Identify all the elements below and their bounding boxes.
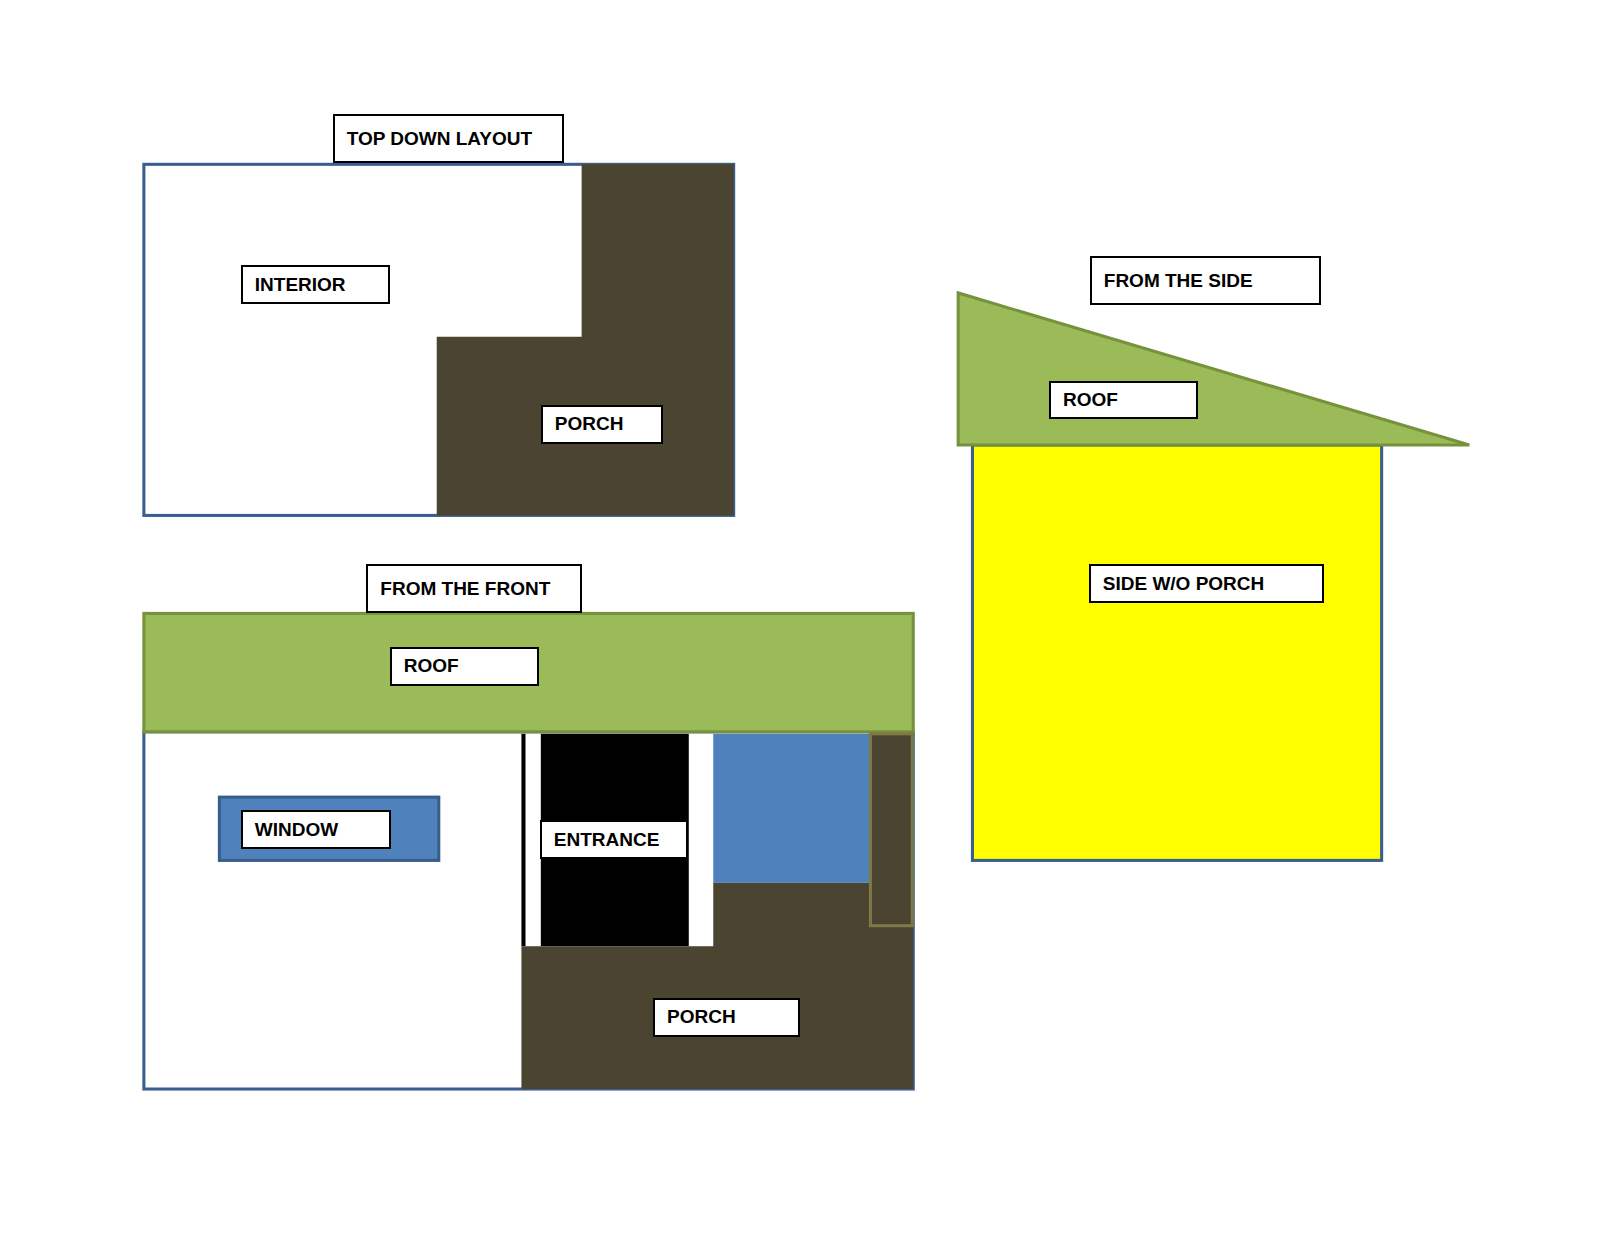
label-box: ROOF <box>1049 381 1198 420</box>
label-box: PORCH <box>653 998 800 1037</box>
label-box: TOP DOWN LAYOUT <box>333 114 565 163</box>
label-text: ROOF <box>1063 389 1118 411</box>
label-box: PORCH <box>541 405 663 444</box>
label-box: INTERIOR <box>241 265 390 304</box>
label-text: PORCH <box>667 1006 736 1028</box>
label-text: FROM THE SIDE <box>1104 270 1253 292</box>
label-text: SIDE W/O PORCH <box>1103 573 1265 595</box>
label-box: FROM THE FRONT <box>366 564 581 613</box>
label-text: PORCH <box>555 413 624 435</box>
label-text: WINDOW <box>255 819 338 841</box>
label-text: TOP DOWN LAYOUT <box>347 128 532 150</box>
label-box: ROOF <box>390 647 539 686</box>
label-text: ROOF <box>404 655 459 677</box>
label-text: FROM THE FRONT <box>380 578 550 600</box>
label-box: SIDE W/O PORCH <box>1089 564 1325 603</box>
label-box: ENTRANCE <box>540 820 688 859</box>
label-text: ENTRANCE <box>554 829 660 851</box>
label-box: WINDOW <box>241 810 391 849</box>
label-box: FROM THE SIDE <box>1090 256 1322 305</box>
label-text: INTERIOR <box>255 274 346 296</box>
